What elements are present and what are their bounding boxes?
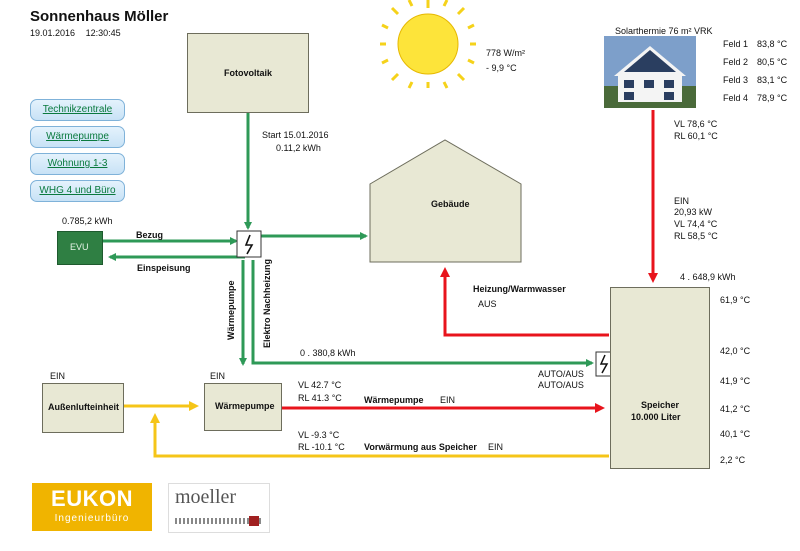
fotovoltaik-label: Fotovoltaik <box>224 68 273 78</box>
waermepumpe-vertical-label: Wärmepumpe <box>226 280 236 340</box>
feld-3-name: Feld 3 <box>723 75 749 85</box>
feld-1-name: Feld 1 <box>723 39 749 49</box>
solar-power: 20,93 kW <box>674 207 713 217</box>
wp-rl: RL 41.3 °C <box>298 393 342 403</box>
speicher-label-1: Speicher <box>641 400 680 410</box>
waermepumpe-status: EIN <box>210 371 226 381</box>
pv-energy: 0.11,2 kWh <box>276 143 321 153</box>
vorwaermung-label: Vorwärmung aus Speicher <box>364 442 477 452</box>
aussenlufteinheit-label: Außenlufteinheit <box>48 402 119 412</box>
time-value: 12:30:45 <box>85 28 121 38</box>
fotovoltaik-box: Fotovoltaik <box>187 33 309 113</box>
wp-line-status: EIN <box>440 395 456 405</box>
heater-mode-1: AUTO/AUS <box>538 369 584 379</box>
nav-technikzentrale-button[interactable]: Technikzentrale <box>30 99 125 121</box>
speicher-electric-energy: 0 . 380,8 kWh <box>300 348 356 358</box>
bezug-label: Bezug <box>136 230 163 240</box>
speicher-box: Speicher 10.000 Liter <box>610 287 710 469</box>
waermepumpe-box: Wärmepumpe <box>204 383 282 431</box>
aussenluft-status: EIN <box>50 371 66 381</box>
solarthermie-title: Solarthermie 76 m² VRK <box>615 26 713 36</box>
wp-vl: VL 42.7 °C <box>298 380 342 390</box>
solar-status: EIN <box>674 196 690 206</box>
eukon-logo-text: EUKON <box>51 486 133 511</box>
heizung-label: Heizung/Warmwasser <box>473 284 566 294</box>
speicher-temp-3: 41,9 °C <box>720 376 751 386</box>
feld-2-name: Feld 2 <box>723 57 749 67</box>
feld-4-value: 78,9 °C <box>757 93 788 103</box>
speicher-label-2: 10.000 Liter <box>631 412 681 422</box>
solar-rl: RL 58,5 °C <box>674 231 718 241</box>
eukon-logo: EUKON Ingenieurbüro <box>32 483 152 531</box>
moeller-logo-bar <box>175 518 261 524</box>
speicher-temp-1: 61,9 °C <box>720 295 751 305</box>
heater-mode-2: AUTO/AUS <box>538 380 584 390</box>
elektro-nachheizung-label: Elektro Nachheizung <box>262 258 272 348</box>
switch-icon <box>236 230 262 258</box>
solar-vl: VL 74,4 °C <box>674 219 718 229</box>
pv-start-date: Start 15.01.2016 <box>262 130 329 140</box>
moeller-logo: moeller <box>168 483 270 533</box>
speicher-temp-4: 41,2 °C <box>720 404 751 414</box>
heizung-status: AUS <box>478 299 497 309</box>
nav-whg4-buero-button[interactable]: WHG 4 und Büro <box>30 180 125 202</box>
feld-4-name: Feld 4 <box>723 93 749 103</box>
einspeisung-label: Einspeisung <box>137 263 191 273</box>
evu-label: EVU <box>70 242 89 252</box>
vorwaermung-status: EIN <box>488 442 504 452</box>
wp-line-label: Wärmepumpe <box>364 395 424 405</box>
sun-icon <box>380 0 476 89</box>
vorw-vl: VL -9.3 °C <box>298 430 340 440</box>
gebaeude-shape <box>369 139 522 263</box>
speicher-temp-2: 42,0 °C <box>720 346 751 356</box>
evu-energy: 0.785,2 kWh <box>62 216 113 226</box>
solarthermie-rl: RL 60,1 °C <box>674 131 718 141</box>
date-value: 19.01.2016 <box>30 28 76 38</box>
solar-energy: 4 . 648,9 kWh <box>680 272 736 282</box>
house-photo <box>604 36 696 108</box>
speicher-temp-6: 2,2 °C <box>720 455 746 465</box>
evu-box: EVU <box>57 231 103 265</box>
waermepumpe-label: Wärmepumpe <box>215 401 275 411</box>
solarthermie-vl: VL 78,6 °C <box>674 119 718 129</box>
sun-temperature: - 9,9 °C <box>486 63 517 73</box>
feld-3-value: 83,1 °C <box>757 75 788 85</box>
vorw-rl: RL -10.1 °C <box>298 442 345 452</box>
aussenlufteinheit-box: Außenlufteinheit <box>42 383 124 433</box>
eukon-logo-subtext: Ingenieurbüro <box>54 513 130 524</box>
nav-wohnung-button[interactable]: Wohnung 1-3 <box>30 153 125 175</box>
gebaeude-label: Gebäude <box>431 199 470 209</box>
feld-2-value: 80,5 °C <box>757 57 788 67</box>
sun-irradiance: 778 W/m² <box>486 48 526 58</box>
moeller-logo-text: moeller <box>175 486 237 508</box>
moeller-logo-accent <box>249 516 259 526</box>
timestamp: 19.01.2016 12:30:45 <box>30 28 129 38</box>
page-title: Sonnenhaus Möller <box>30 8 169 25</box>
feld-1-value: 83,8 °C <box>757 39 788 49</box>
nav-waermepumpe-button[interactable]: Wärmepumpe <box>30 126 125 148</box>
speicher-temp-5: 40,1 °C <box>720 429 751 439</box>
